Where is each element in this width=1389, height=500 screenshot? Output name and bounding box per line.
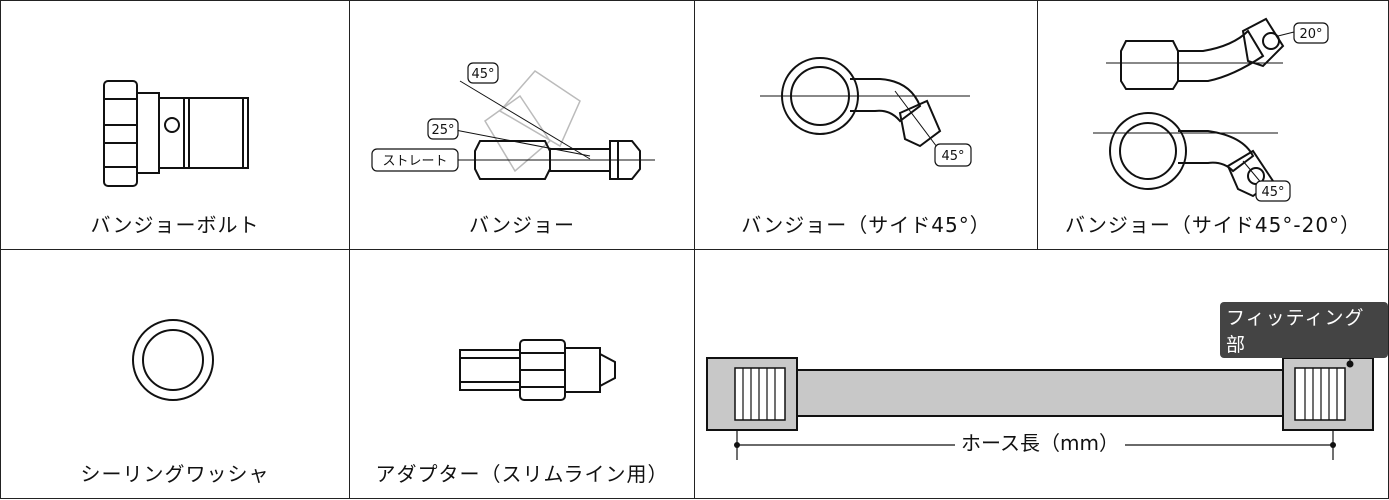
- banjo-bolt-drawing: [103, 80, 249, 187]
- banjo-drawing: ストレート 25° 45°: [371, 62, 655, 180]
- caption-banjo-bolt: バンジョーボルト: [90, 213, 260, 237]
- hose-length-label: ホース長（mm）: [955, 427, 1125, 456]
- caption-adapter: アダプター（スリムライン用）: [375, 462, 669, 486]
- callout-20deg: 20°: [1299, 27, 1322, 42]
- caption-banjo-side45-20: バンジョー（サイド45°-20°）: [1064, 213, 1362, 237]
- adapter-drawing: [459, 339, 616, 401]
- callout-side45: 45°: [941, 149, 964, 164]
- cell-hose: フィッティング部 ホース長（mm）: [694, 249, 1389, 499]
- hose-drawing: [706, 330, 1374, 460]
- fitting-label: フィッティング部: [1220, 302, 1388, 358]
- cell-banjo: ストレート 25° 45° バンジョー: [349, 0, 695, 250]
- cell-banjo-side45-20: 20° 45° バンジョー（サイド45°-20°）: [1037, 0, 1389, 250]
- caption-sealing-washer: シーリングワッシャ: [80, 462, 270, 486]
- sealing-washer-drawing: [132, 319, 214, 401]
- cell-banjo-bolt: バンジョーボルト: [0, 0, 350, 250]
- callout-straight: ストレート: [382, 154, 447, 169]
- callout-45deg: 45°: [471, 67, 494, 82]
- cell-sealing-washer: シーリングワッシャ: [0, 249, 350, 499]
- cell-banjo-side45: 45° バンジョー（サイド45°）: [694, 0, 1038, 250]
- callout-45deg-lower: 45°: [1261, 185, 1284, 200]
- caption-banjo-side45: バンジョー（サイド45°）: [741, 213, 991, 237]
- cell-adapter: アダプター（スリムライン用）: [349, 249, 695, 499]
- banjo-side45-drawing: 45°: [760, 57, 972, 167]
- caption-banjo: バンジョー: [469, 213, 575, 237]
- callout-25deg: 25°: [431, 123, 454, 138]
- banjo-side45-20-drawing: 20° 45°: [1093, 17, 1329, 202]
